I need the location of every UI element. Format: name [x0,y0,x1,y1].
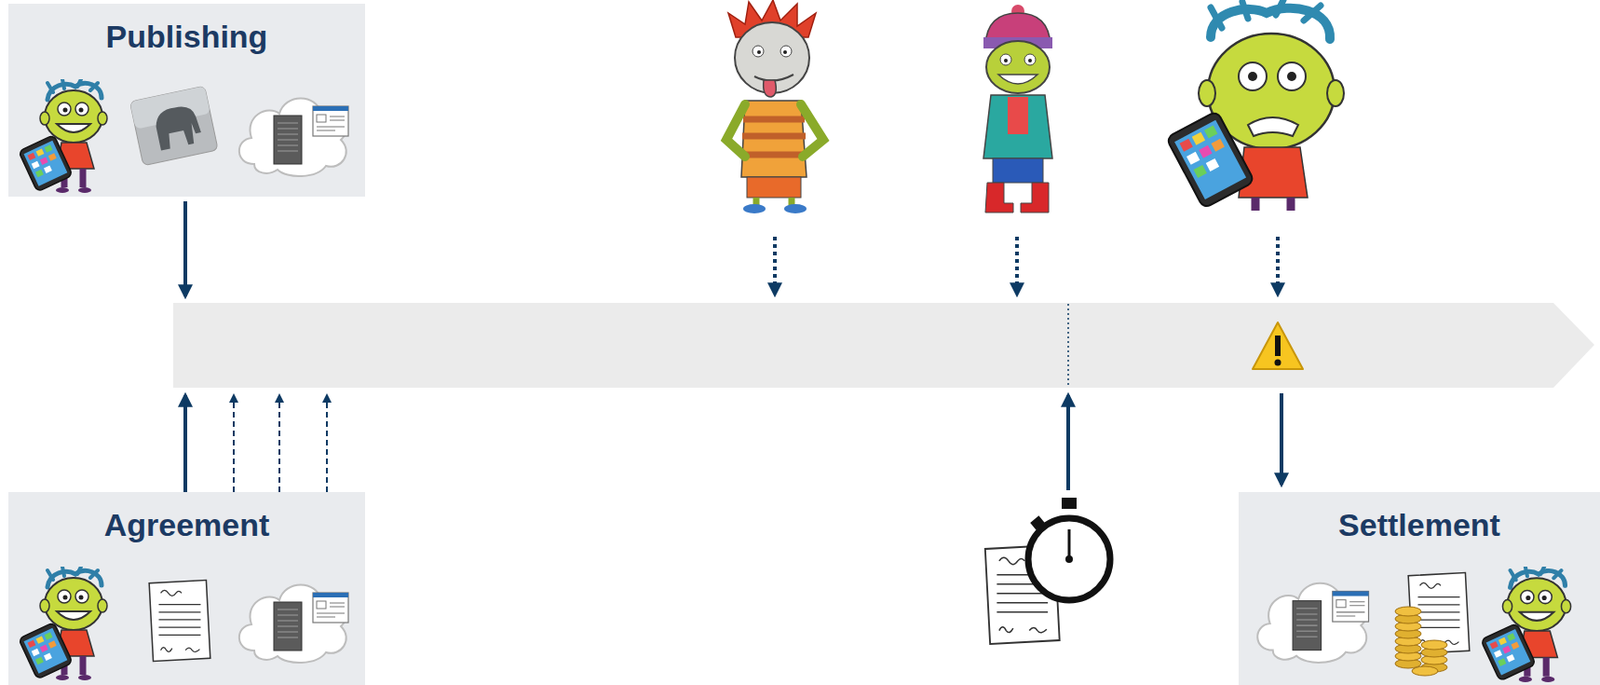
box-heading: Agreement [8,491,366,543]
kid-shoe [743,203,766,214]
stopwatch-hand [1068,528,1072,559]
kid-hair [1210,0,1321,28]
kid-eye [1277,62,1306,91]
hat-kid [983,4,1053,213]
kid-stripes [741,119,807,155]
contract-document [149,580,211,662]
coin [1395,606,1422,616]
deadline-line [1067,303,1070,387]
kid-pupil [1003,58,1008,63]
warning-mark [1274,335,1281,356]
kid-eye [1000,54,1012,66]
agreement-arrow [278,394,281,492]
scared-kid [1166,0,1344,211]
kid-mouth [1247,117,1299,136]
kid-shirt [741,100,807,177]
kid-jacket [983,94,1053,159]
publish-arrow [183,201,188,297]
cloud-server [239,98,349,177]
tablet-app [1193,164,1207,178]
kid-boots [985,182,1049,213]
timeline-band [173,302,1595,388]
tablet-screen [1174,120,1247,200]
stopwatch-button [1061,497,1077,509]
tablet-frame [1166,110,1255,209]
deadline-arrow [1066,394,1071,490]
kid-shirt [1007,96,1029,135]
kid-pupil [1028,58,1032,63]
photo-frame [129,85,218,166]
kid-pupil [783,50,787,55]
coin [1411,665,1438,676]
user-kid [18,566,108,680]
kid-eye [1024,54,1036,66]
tablet-app [1186,151,1200,165]
kid-eye [780,45,792,57]
stopwatch-pivot [1065,555,1073,563]
coin [1421,639,1448,650]
kid-eye [1238,62,1267,91]
spiky-kid [726,0,824,214]
tablet-app [1204,125,1218,139]
box-heading: Settlement [1238,491,1600,543]
agreement-arrow [183,394,188,492]
agreement-arrow [232,394,235,492]
kid-head [986,40,1050,94]
warning-dot [1274,359,1282,367]
tablet-app [1210,138,1224,152]
coin-stacks [1395,606,1448,676]
user-kid [1480,566,1572,682]
box-heading: Publishing [8,3,366,55]
stopwatch-face [1028,517,1111,600]
settlement-arrow [1279,393,1284,485]
kid-shorts [746,176,801,198]
tablet-app [1206,158,1220,172]
tablet-app [1179,138,1193,152]
kid-mouth [998,74,1038,84]
elephant-shape [152,103,204,151]
cloud-server [1257,583,1369,663]
cloud-server [239,584,349,664]
kid-ear [1327,80,1344,107]
access-arrow [1275,236,1280,295]
warning-triangle [1252,322,1303,369]
kid-ear [1198,80,1216,107]
kid-shoe [784,203,807,214]
kid-arms [726,104,824,157]
kid-tablet [1166,110,1255,209]
kid-legs [1255,197,1291,211]
kid-pupil [757,50,761,55]
warning-sign [1252,322,1303,369]
kid-shorts [992,158,1044,183]
user-kid [18,79,108,193]
stopwatch [1028,497,1111,600]
access-arrow [772,236,777,295]
kid-pupil [1287,71,1297,82]
access-arrow [1015,236,1019,295]
agreement-arrow [325,394,328,492]
kid-tongue [763,80,777,97]
tablet-app [1192,132,1206,146]
kid-pupil [1247,71,1258,82]
tablet-app [1198,145,1212,159]
kid-eye [752,45,764,57]
elephant-photo [129,85,218,166]
